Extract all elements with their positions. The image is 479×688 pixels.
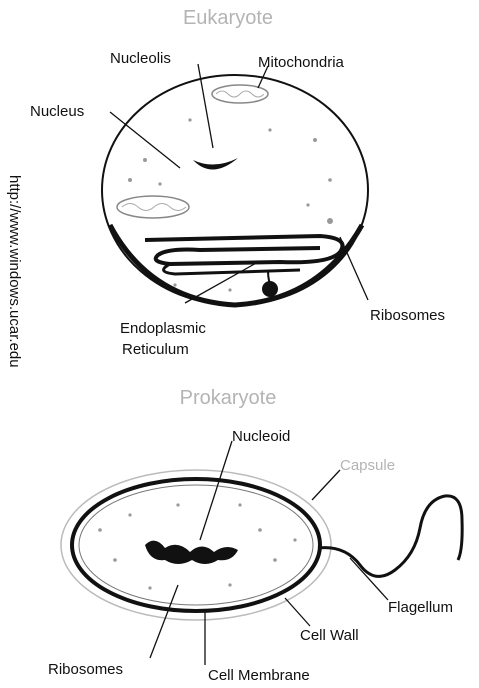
eukaryote-ribosome-dots [128,118,333,291]
label-mitochondria: Mitochondria [258,54,345,71]
nucleolus-shape [193,158,238,170]
label-nucleolus: Nucleolis [110,50,171,67]
label-capsule: Capsule [340,457,395,474]
eukaryote-title: Eukaryote [183,7,273,29]
label-flagellum: Flagellum [388,599,453,616]
prokaryote-cell [61,470,462,620]
eukaryote-cell [102,75,368,305]
label-er-line1: Endoplasmic [120,320,206,337]
capsule-outline [61,470,331,620]
label-nucleus: Nucleus [30,103,84,120]
label-cell-membrane: Cell Membrane [208,667,310,684]
label-cell-wall: Cell Wall [300,627,359,644]
label-er-line2: Reticulum [122,341,189,358]
label-ribosomes-prokaryote: Ribosomes [48,661,123,678]
prokaryote-title: Prokaryote [180,387,277,409]
cell-wall-outline [72,479,320,611]
er-vesicle [262,281,278,297]
mitochondrion-top [212,85,268,103]
watermark-url: http://www.windows.ucar.edu [6,175,23,368]
label-nucleoid: Nucleoid [232,428,290,445]
label-ribosomes-eukaryote: Ribosomes [370,307,445,324]
prokaryote-ribosome-dots [98,503,296,589]
cell-membrane-outline [79,485,313,605]
nucleoid-shape [145,541,238,564]
flagellum-shape [318,496,462,577]
mitochondrion-left [117,196,189,218]
